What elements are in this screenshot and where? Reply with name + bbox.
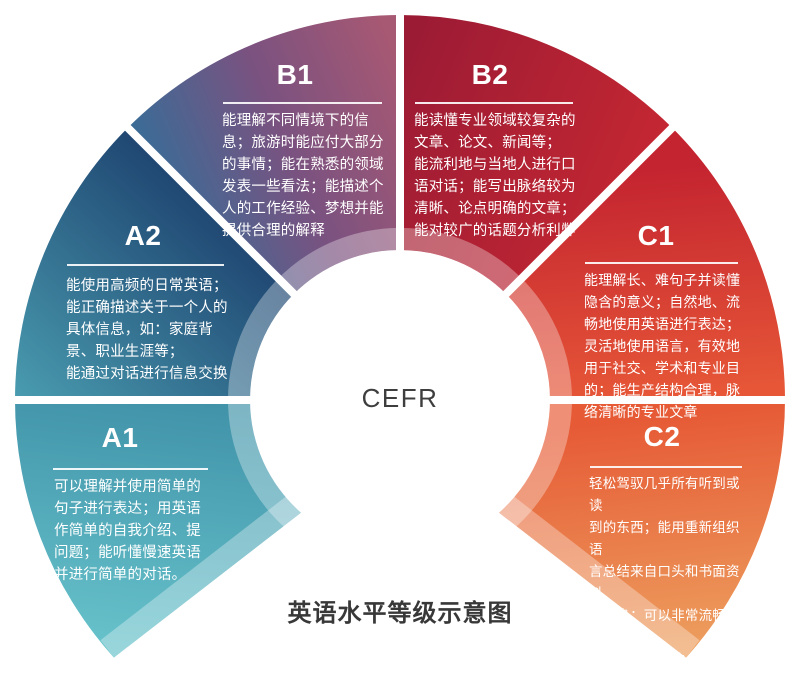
segment-b1: [127, 15, 401, 294]
level-label-b2: B2: [471, 59, 509, 90]
level-separator-b1: [223, 102, 382, 104]
segment-b2: [400, 15, 673, 294]
level-label-b1: B1: [276, 59, 314, 90]
inner-edge-highlight-c2: [498, 495, 700, 658]
level-description-a1: 可以理解并使用简单的 句子进行表达；用英语 作简单的自我介绍、提 问题；能听懂慢…: [54, 479, 201, 583]
segment-a1: [15, 400, 301, 658]
level-description-c2: 轻松驾驭几乎所有听到或读 到的东西；能用重新组织语 言总结来自口头和书面资料 的…: [589, 476, 740, 686]
level-label-a1: A1: [101, 422, 139, 453]
segment-c2: [499, 400, 785, 658]
level-separator-b2: [415, 102, 573, 104]
level-separator-a2: [67, 264, 224, 266]
segment-divider-upper-left: [115, 115, 301, 301]
level-separator-c2: [590, 466, 742, 468]
level-label-c2: C2: [643, 421, 681, 452]
level-label-c1: C1: [637, 220, 675, 251]
segment-a2: [15, 127, 294, 401]
segment-divider-upper-right: [499, 115, 685, 301]
inner-edge-highlight-a1: [100, 495, 302, 658]
level-description-a2: 能使用高频的日常英语； 能正确描述关于一个人的 具体信息，如：家庭背 景、职业生…: [66, 278, 228, 382]
center-label: CEFR: [361, 383, 439, 413]
level-separator-c1: [585, 262, 738, 264]
level-separator-a1: [53, 468, 208, 470]
inner-ring-highlight: [228, 227, 572, 530]
level-description-b2: 能读懂专业领域较复杂的 文章、论文、新闻等； 能流利地与当地人进行口 语对话；能…: [414, 113, 576, 239]
level-description-c1: 能理解长、难句子并读懂 隐含的意义；自然地、流 畅地使用英语进行表达； 灵活地使…: [584, 272, 741, 420]
level-label-a2: A2: [124, 220, 162, 251]
level-description-b1: 能理解不同情境下的信 息；旅游时能应付大部分 的事情；能在熟悉的领域 发表一些看…: [222, 113, 384, 239]
diagram-caption: 英语水平等级示意图: [287, 600, 513, 627]
